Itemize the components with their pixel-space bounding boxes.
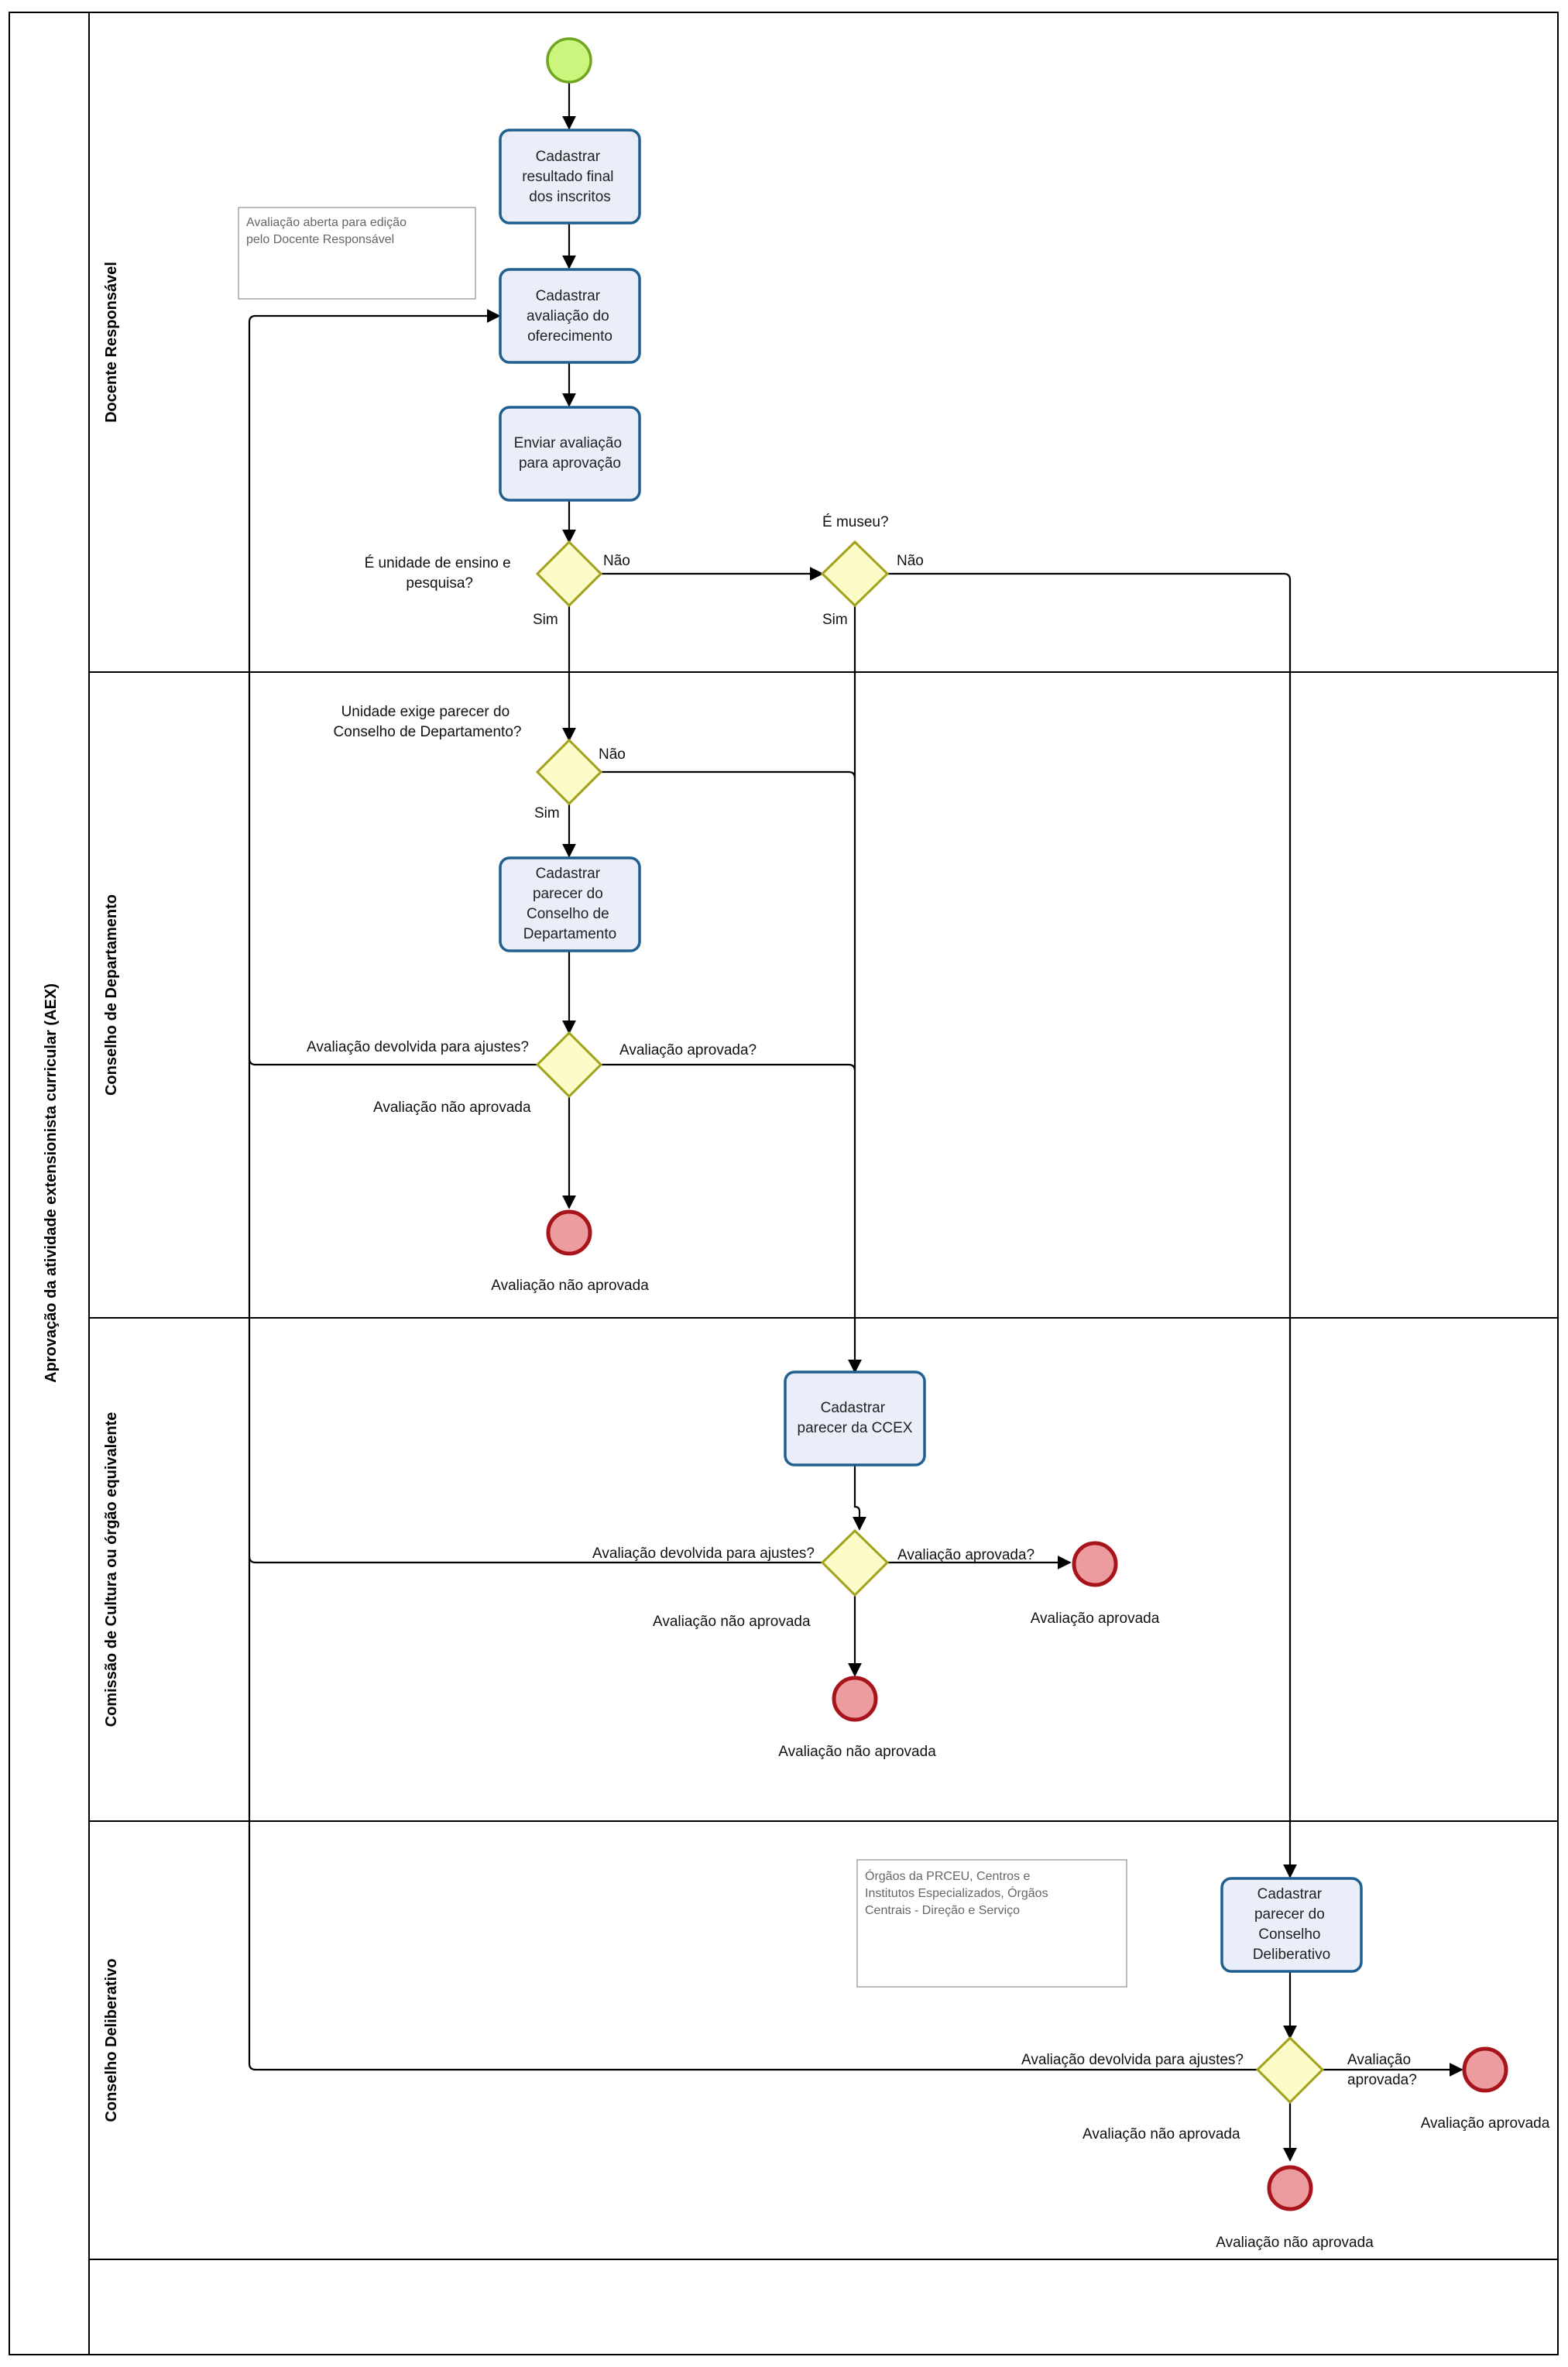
end-event-aprovada-deliberativo[interactable] <box>1462 2046 1508 2093</box>
flow-label-nao: Não <box>603 553 630 569</box>
flow-label-sim: Sim <box>822 612 848 628</box>
svg-text:Cadastrar parecer do: Cadastrar parecer do Conselho Deliberati… <box>1253 1886 1330 1963</box>
task-label-line: parecer da CCEX <box>798 1420 913 1436</box>
svg-text:Órgãos da PRCEU, Centros e: Órgãos da PRCEU, Centros e Institutos Es… <box>865 1868 1052 1917</box>
task-cadastrar-avaliacao[interactable]: Cadastrar avaliação do oferecimento <box>499 268 641 364</box>
task-label-line: parecer do <box>533 886 603 902</box>
flow-label-nao-aprovada: Avaliação não aprovada <box>653 1614 811 1630</box>
sequence-flows <box>248 82 1463 2162</box>
end-event-nao-aprovada-deliberativo[interactable] <box>1267 2165 1313 2211</box>
end-label-aprovada: Avaliação aprovada <box>1031 1611 1160 1627</box>
gateway-resultado-ccex[interactable] <box>820 1528 890 1597</box>
gateway-exige-parecer[interactable] <box>535 738 603 806</box>
end-event-nao-aprovada-departamento[interactable] <box>546 1209 592 1256</box>
task-label-line: Cadastrar <box>536 866 601 882</box>
flow-label-devolvida: Avaliação devolvida para ajustes? <box>307 1039 529 1055</box>
pool-title: Aprovação da atividade extensionista cur… <box>43 983 60 1383</box>
task-label-line: Conselho <box>1258 1926 1320 1943</box>
lane-label-departamento: Conselho de Departamento <box>103 894 120 1096</box>
start-event[interactable] <box>546 37 592 84</box>
task-label-line: para aprovação <box>519 455 621 472</box>
task-parecer-deliberativo[interactable]: Cadastrar parecer do Conselho Deliberati… <box>1220 1877 1363 1973</box>
svg-text:Cadastrar parecer da CCE: Cadastrar parecer da CCEX <box>798 1400 913 1436</box>
task-label-line: avaliação do <box>527 308 609 324</box>
note-line: Institutos Especializados, Órgãos <box>865 1885 1048 1900</box>
task-label-line: Cadastrar <box>536 149 601 165</box>
svg-text:Avaliação aberta para edição: Avaliação aberta para edição pelo Docent… <box>246 216 410 246</box>
flow-label-sim: Sim <box>533 612 558 628</box>
gateway-label-museu: É museu? <box>822 514 889 530</box>
note-line: Órgãos da PRCEU, Centros e <box>865 1868 1031 1883</box>
svg-text:Cadastrar parecer do: Cadastrar parecer do Conselho de Departa… <box>523 866 616 942</box>
task-label-line: Departamento <box>523 926 616 942</box>
gateway-resultado-departamento[interactable] <box>535 1031 603 1099</box>
annotation-deliberativo: Órgãos da PRCEU, Centros e Institutos Es… <box>856 1859 1127 1988</box>
flow-label-nao-aprovada: Avaliação não aprovada <box>373 1099 531 1116</box>
end-event-aprovada-ccex[interactable] <box>1072 1541 1118 1587</box>
task-parecer-ccex[interactable]: Cadastrar parecer da CCEX <box>784 1370 926 1467</box>
gateway-unidade-ensino[interactable] <box>535 540 603 608</box>
flow-label-aprovada-q: Avaliação aprovada? <box>1347 2052 1417 2088</box>
pool: Aprovação da atividade extensionista cur… <box>9 12 1559 2355</box>
flow-label-devolvida: Avaliação devolvida para ajustes? <box>592 1545 815 1562</box>
annotation-docente: Avaliação aberta para edição pelo Docent… <box>238 207 476 300</box>
svg-text:Cadastrar resultado fina: Cadastrar resultado final dos inscritos <box>522 149 618 205</box>
flow-label-nao-aprovada: Avaliação não aprovada <box>1083 2126 1240 2142</box>
task-label-line: Conselho de <box>527 906 609 922</box>
flow-label-sim: Sim <box>534 805 560 822</box>
gateway-resultado-deliberativo[interactable] <box>1255 2036 1325 2105</box>
flow-label-nao: Não <box>599 746 626 763</box>
gateway-label-exige: Unidade exige parecer do Conselho de Dep… <box>334 704 522 740</box>
task-label-line: Enviar avaliação <box>514 435 622 451</box>
note-line: Avaliação aberta para edição <box>246 216 407 229</box>
task-enviar-avaliacao[interactable]: Enviar avaliação para aprovação <box>499 406 641 502</box>
task-label-line: dos inscritos <box>529 189 611 205</box>
end-label-nao-aprovada: Avaliação não aprovada <box>778 1744 936 1760</box>
lane-label-deliberativo: Conselho Deliberativo <box>103 1958 120 2122</box>
task-label-line: resultado final <box>522 169 613 185</box>
flow-label-aprovada-q: Avaliação aprovada? <box>619 1042 757 1058</box>
flow-label-nao: Não <box>897 553 924 569</box>
lane-label-cultura: Comissão de Cultura ou órgão equivalente <box>103 1412 120 1727</box>
end-label-nao-aprovada: Avaliação não aprovada <box>1216 2235 1374 2251</box>
note-line: pelo Docente Responsável <box>246 233 394 246</box>
flow-label-devolvida: Avaliação devolvida para ajustes? <box>1021 2052 1244 2068</box>
note-line: Centrais - Direção e Serviço <box>865 1904 1020 1917</box>
end-label-aprovada: Avaliação aprovada <box>1421 2115 1550 2132</box>
end-label-nao-aprovada: Avaliação não aprovada <box>491 1278 649 1294</box>
task-label-line: Cadastrar <box>821 1400 886 1416</box>
task-label-line: parecer do <box>1254 1906 1325 1923</box>
gateway-museu[interactable] <box>820 540 890 608</box>
gateway-label-unidade: É unidade de ensino e pesquisa? <box>365 555 515 592</box>
task-label-line: Cadastrar <box>1257 1886 1323 1902</box>
svg-text:Cadastrar avaliação do: Cadastrar avaliação do oferecimento <box>527 288 613 345</box>
task-label-line: Cadastrar <box>536 288 601 304</box>
task-parecer-departamento[interactable]: Cadastrar parecer do Conselho de Departa… <box>499 856 641 952</box>
svg-text:Enviar avaliação para ap: Enviar avaliação para aprovação <box>514 435 626 472</box>
flow-label-aprovada-q: Avaliação aprovada? <box>897 1547 1034 1563</box>
task-label-line: oferecimento <box>527 328 612 345</box>
end-event-nao-aprovada-ccex[interactable] <box>832 1676 878 1722</box>
lane-label-docente: Docente Responsável <box>103 262 120 423</box>
task-cadastrar-resultado[interactable]: Cadastrar resultado final dos inscritos <box>499 129 641 225</box>
task-label-line: Deliberativo <box>1253 1947 1330 1963</box>
